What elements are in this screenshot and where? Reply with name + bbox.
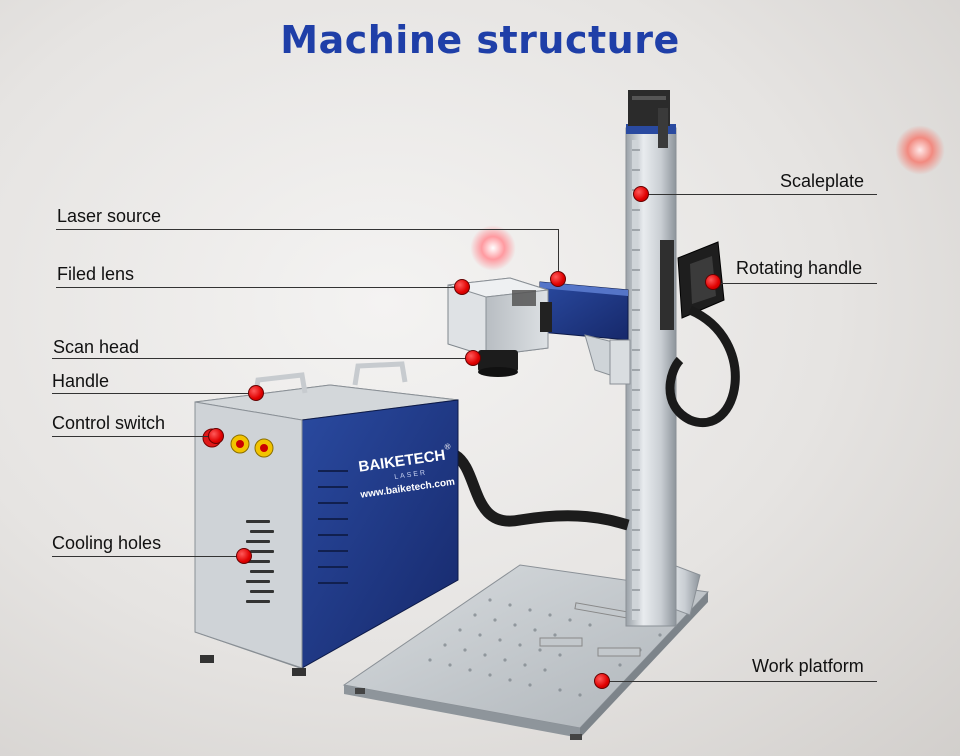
- label-handle: Handle: [52, 371, 110, 391]
- rotating-handle: [660, 240, 740, 427]
- brand-registered-mark: ®: [444, 442, 451, 452]
- label-filed-lens: Filed lens: [57, 264, 135, 284]
- label-rotating-handle: Rotating handle: [736, 258, 863, 278]
- leader-scan-head: [52, 358, 472, 359]
- laser-source-cabinet: [194, 384, 459, 676]
- label-control-switch: Control switch: [52, 413, 166, 433]
- leader-laser-source: [56, 229, 559, 230]
- page-title: Machine structure: [280, 18, 680, 62]
- callout-dot-rotating-handle: [705, 274, 721, 290]
- label-scaleplate: Scaleplate: [780, 171, 865, 191]
- callout-dot-handle: [248, 385, 264, 401]
- scan-head: [447, 277, 552, 377]
- brand-sub: LASER: [394, 469, 428, 481]
- work-platform: [342, 564, 710, 740]
- leader-work-platform: [602, 681, 877, 682]
- leader-rotating-handle: [713, 283, 877, 284]
- callout-dot-scaleplate: [633, 186, 649, 202]
- leader-cooling-holes: [52, 556, 244, 557]
- callout-dot-laser-source: [550, 271, 566, 287]
- laser-arm: [539, 281, 631, 385]
- leader-laser-source-vertical: [558, 229, 559, 277]
- label-laser-source: Laser source: [57, 206, 162, 226]
- label-scan-head: Scan head: [53, 337, 140, 357]
- leader-filed-lens: [56, 287, 462, 288]
- label-cooling-holes: Cooling holes: [52, 533, 162, 553]
- leader-scaleplate: [641, 194, 877, 195]
- label-work-platform: Work platform: [752, 656, 864, 676]
- callout-dot-scan-head: [465, 350, 481, 366]
- scaleplate-column: [625, 90, 677, 627]
- leader-control-switch: [52, 436, 214, 437]
- leader-handle: [52, 393, 256, 394]
- callout-dot-filed-lens: [454, 279, 470, 295]
- callout-dot-work-platform: [594, 673, 610, 689]
- callout-dot-cooling-holes: [236, 548, 252, 564]
- callout-dot-control-switch: [208, 428, 224, 444]
